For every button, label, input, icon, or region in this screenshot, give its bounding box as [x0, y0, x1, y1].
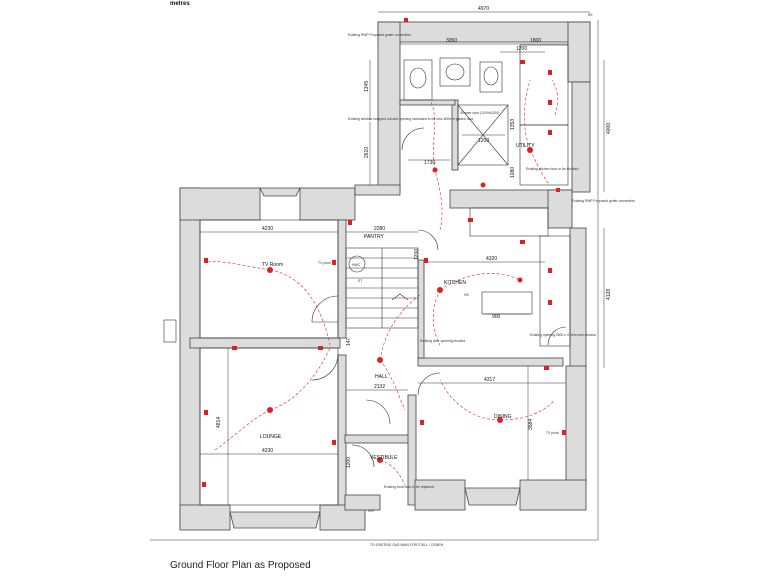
hwc-label: HWC	[352, 263, 361, 267]
socket	[204, 410, 208, 415]
socket	[404, 18, 408, 22]
note-tv-point-dining: TV point	[546, 431, 559, 435]
room-label-pantry: PANTRY	[364, 234, 384, 240]
light-point	[497, 417, 503, 423]
note-svp-top: Existing RWP Proposed gutter connection	[348, 33, 411, 37]
note-shower: Shower door (1200x1200)	[460, 111, 499, 115]
dim-pantry-1200: 1200	[414, 249, 420, 260]
note-opening: Existing window scapped out and opening …	[348, 117, 474, 121]
dim-hall-147: 147	[346, 337, 352, 346]
note-tv-point: TV point	[318, 261, 331, 265]
note-dining-opening: Existing opening 2600 x 4 form new windo…	[530, 333, 597, 337]
light-point	[377, 357, 383, 363]
socket	[544, 366, 549, 370]
socket	[332, 260, 336, 265]
socket	[232, 346, 237, 350]
room-label-dining: DINING	[494, 414, 512, 420]
dim-lounge-height: 4814	[216, 417, 222, 428]
light-point	[437, 287, 443, 293]
socket	[424, 258, 428, 263]
drawing-caption: Ground Floor Plan as Proposed	[170, 560, 311, 571]
socket	[548, 300, 552, 305]
socket	[556, 188, 560, 192]
interior-lines	[150, 20, 599, 541]
socket	[202, 482, 206, 487]
corner-code: RE	[588, 13, 593, 17]
socket	[520, 60, 525, 64]
light-point	[480, 182, 486, 188]
dim-side-1730: 1730	[424, 160, 435, 166]
electrical-wiring	[207, 79, 559, 486]
dim-island: 900	[492, 314, 501, 320]
dim-right-4128: 4128	[606, 289, 612, 300]
note-kitchen-door: Existing door opening blocked	[420, 339, 465, 343]
socket	[548, 130, 552, 135]
dim-tv-width: 4230	[262, 226, 273, 232]
socket	[562, 430, 566, 435]
dim-top-overall: 4970	[478, 6, 489, 12]
socket	[520, 240, 525, 244]
socket	[348, 220, 352, 225]
room-label-hall: HALL	[375, 374, 388, 380]
light-point	[267, 267, 273, 273]
light-point	[432, 167, 438, 173]
dim-kitchen-width: 4320	[486, 256, 497, 262]
dim-vestibule-1200: 1200	[346, 457, 352, 468]
socket	[468, 218, 473, 222]
dim-dining-height: 3584	[528, 419, 534, 430]
dim-dining-width: 4317	[484, 377, 495, 383]
light-point	[517, 277, 523, 283]
socket	[548, 70, 552, 75]
socket	[548, 268, 552, 273]
dim-shower-width: 1200	[478, 138, 489, 144]
room-label-lounge: LOUNGE	[260, 434, 282, 440]
dim-left-1080: 1080	[510, 167, 516, 178]
note-vestibule-door: Existing front door to be replaced	[384, 485, 434, 489]
dim-lounge-width: 4230	[262, 448, 273, 454]
socket	[318, 346, 323, 350]
room-label-utility: UTILITY	[516, 143, 535, 149]
note-hd: HD	[464, 293, 469, 297]
light-point	[377, 457, 383, 463]
external-walls	[179, 21, 591, 531]
units-label: metres	[170, 1, 190, 7]
socket	[332, 440, 336, 445]
note-svp-right: Existing RWP Proposed gutter connection	[572, 199, 635, 203]
note-bottom: TO EXISTING GAS MAIN FOR STALL / CEMEN	[370, 543, 444, 547]
dim-left-2610: 2610	[364, 147, 370, 158]
note-svp: SVP	[368, 509, 376, 513]
note-utility-door: Existing kitchen door to be blocked	[526, 167, 579, 171]
dim-top-inner: 1200	[516, 46, 527, 52]
room-label-tv: TV Room	[262, 262, 283, 268]
room-label-kitchen: KITCHEN	[444, 280, 466, 286]
socket	[420, 420, 424, 425]
dimension-lines	[200, 11, 605, 505]
room-label-vestibule: VESTIBULE	[370, 455, 398, 461]
st-label: ST	[358, 279, 362, 283]
socket	[204, 258, 208, 263]
dim-pantry-width: 2280	[374, 226, 385, 232]
dim-left-1353: 1353	[510, 119, 516, 130]
dim-top-left: 3050	[446, 38, 457, 44]
dim-left-1345: 1345	[364, 81, 370, 92]
socket	[548, 100, 552, 105]
electrical-fixtures	[202, 18, 566, 487]
dim-top-right: 1800	[530, 38, 541, 44]
stair-treads	[346, 248, 418, 328]
light-point	[267, 407, 273, 413]
dim-right-4000: 4000	[606, 123, 612, 134]
light-point	[527, 147, 533, 153]
dim-hall-width: 2132	[374, 384, 385, 390]
